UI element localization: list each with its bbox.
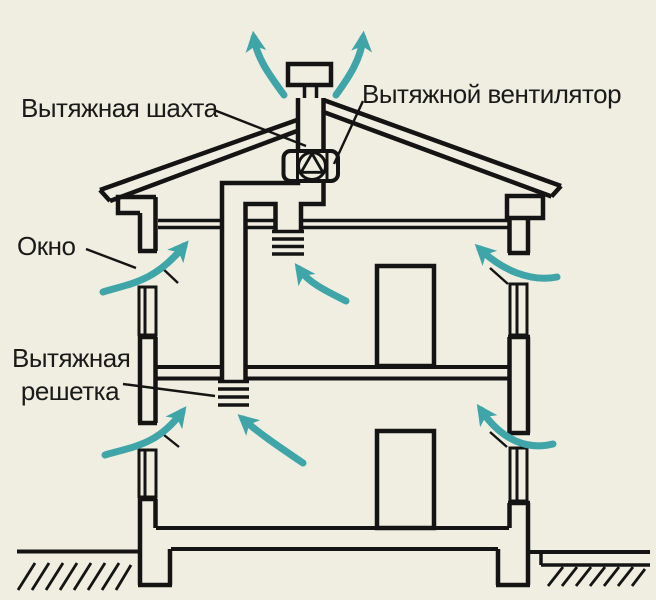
airflow-arrow bbox=[245, 30, 288, 99]
interior-doors bbox=[374, 263, 437, 531]
airflow-arrow bbox=[476, 403, 557, 450]
open-sash-flap bbox=[489, 431, 508, 448]
ground-hatch-left bbox=[16, 562, 133, 591]
floor-slabs bbox=[156, 218, 509, 551]
airflow-arrow bbox=[99, 240, 189, 296]
grille-label-line1: Вытяжная bbox=[12, 343, 131, 373]
exhaust-shaft bbox=[219, 180, 326, 381]
roof bbox=[98, 97, 563, 204]
grille-label-line2: решетка bbox=[20, 376, 120, 406]
airflow-arrow bbox=[294, 263, 350, 305]
grille-label: Вытяжная решетка bbox=[12, 342, 131, 408]
shaft-label: Вытяжная шахта bbox=[21, 93, 218, 123]
airflow-arrow bbox=[332, 30, 373, 99]
open-sash-flap bbox=[489, 267, 509, 285]
window-sash bbox=[137, 285, 158, 337]
exhaust-fan bbox=[281, 149, 340, 183]
door-lower-floor bbox=[374, 428, 437, 531]
airflow-arrows bbox=[99, 30, 561, 467]
grille-pointer-line bbox=[122, 382, 216, 398]
ground bbox=[16, 549, 650, 591]
fan-pointer-line bbox=[332, 100, 365, 165]
airflow-arrow bbox=[474, 243, 561, 282]
label-pointers bbox=[85, 100, 365, 398]
window-label: Окно bbox=[17, 231, 76, 261]
fan-label: Вытяжной вентилятор bbox=[362, 79, 622, 109]
window-pointer-line bbox=[85, 247, 137, 270]
ground-hatch-right bbox=[546, 566, 647, 587]
fan-icon bbox=[297, 150, 327, 181]
right-wall bbox=[489, 193, 546, 588]
door-upper-floor bbox=[374, 263, 437, 369]
ceiling-exhaust-grille bbox=[272, 229, 304, 256]
shaft-pointer-line bbox=[213, 108, 307, 148]
chimney bbox=[285, 61, 334, 152]
window-sash bbox=[137, 448, 158, 499]
airflow-arrow bbox=[237, 414, 307, 467]
wall-exhaust-grille bbox=[218, 379, 249, 407]
airflow-arrow bbox=[101, 406, 187, 459]
left-wall bbox=[115, 194, 180, 588]
chimney-cap bbox=[285, 61, 334, 88]
